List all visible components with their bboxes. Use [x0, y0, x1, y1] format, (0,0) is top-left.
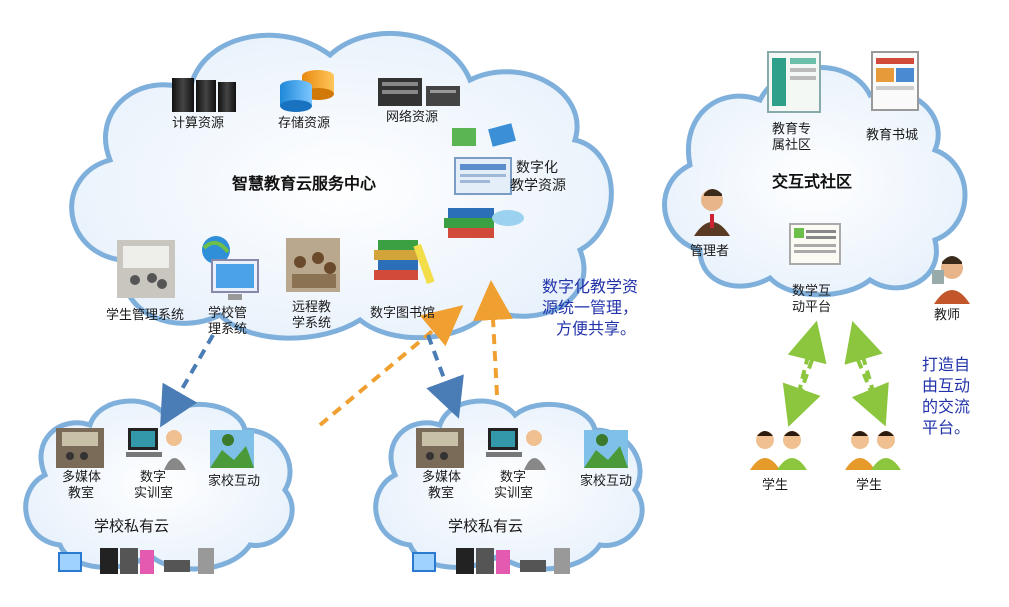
computer-globe-icon	[202, 236, 259, 300]
teacher-label: 教师	[934, 308, 961, 323]
student-mgmt-label: 学生管理系统	[106, 308, 185, 323]
arrow-student-down-left	[782, 359, 821, 427]
platform-label-line1: 数学互	[792, 284, 832, 299]
arrow-student-up-right	[844, 320, 883, 409]
pc1-multimedia-label-line2: 教室	[68, 486, 95, 501]
pc2-lab-label-line1: 数字	[500, 470, 527, 485]
community-cloud-title: 交互式社区	[772, 172, 853, 191]
devices-row-icon-2	[412, 548, 570, 574]
school-mgmt-label-line2: 理系统	[208, 322, 248, 337]
school-mgmt-label-line1: 学校管	[208, 306, 248, 321]
digital-library-label: 数字图书馆	[370, 306, 436, 321]
student-label-right: 学生	[856, 478, 883, 493]
platform-label-line2: 动平台	[792, 300, 832, 315]
network-label: 网络资源	[386, 110, 439, 125]
remote-teaching-label-line2: 学系统	[292, 316, 332, 331]
pc1-multimedia-label-line1: 多媒体	[62, 470, 102, 485]
pc2-multimedia-label-line2: 教室	[428, 486, 455, 501]
note-community-line2: 由互动	[922, 376, 971, 395]
storage-disk-icon	[280, 70, 334, 112]
multimedia-classroom-photo-icon-1	[56, 428, 104, 468]
remote-class-photo-icon	[286, 238, 340, 292]
admin-person-icon	[694, 189, 730, 236]
multimedia-classroom-photo-icon-2	[416, 428, 464, 468]
server-icon	[172, 78, 236, 112]
note-community-line3: 的交流	[922, 397, 971, 416]
students-left-icon	[750, 431, 807, 470]
arrow-center-to-cloud1	[160, 334, 215, 428]
admin-label: 管理者	[690, 244, 730, 259]
interactive-platform-screen-icon	[789, 223, 841, 265]
home-school-landscape-icon-2	[584, 430, 628, 468]
pc2-title: 学校私有云	[448, 517, 524, 535]
note-community-line4: 平台。	[922, 418, 971, 437]
classroom-photo-icon	[117, 240, 175, 298]
pc1-lab-label-line2: 实训室	[134, 486, 174, 501]
note-community-line1: 打造自	[922, 355, 971, 374]
edu-community-screen-icon	[767, 51, 821, 113]
library-books-icon	[374, 240, 435, 285]
training-lab-computer-icon-2	[486, 428, 546, 470]
community-cloud	[662, 64, 968, 298]
storage-label: 存储资源	[278, 116, 331, 131]
digital-resource-screen-icon	[454, 157, 512, 195]
note-center-line1: 数字化教学资	[542, 277, 639, 296]
training-lab-computer-icon-1	[126, 428, 186, 470]
teacher-person-icon	[932, 256, 970, 304]
pc1-home-school-label: 家校互动	[208, 474, 261, 489]
arrow-student-up-left	[787, 320, 827, 409]
arrow-center-to-cloud2	[426, 334, 464, 419]
note-center-line2: 源统一管理，	[542, 298, 639, 317]
network-device-icon	[378, 78, 460, 106]
bookstore-screen-icon	[871, 51, 919, 111]
pc2-multimedia-label-line1: 多媒体	[422, 470, 462, 485]
digital-resource-label-line1: 数字化	[516, 160, 558, 176]
pc2-home-school-label: 家校互动	[580, 474, 633, 489]
bookstore-label: 教育书城	[866, 128, 919, 143]
arrow-student-down-right	[851, 359, 889, 427]
edu-community-label-line2: 属社区	[772, 138, 812, 153]
compute-label: 计算资源	[172, 116, 225, 131]
devices-row-icon-1	[58, 548, 214, 574]
students-right-icon	[845, 431, 901, 470]
media-icon	[452, 123, 516, 147]
books-icon	[444, 208, 524, 238]
edu-community-label-line1: 教育专	[772, 122, 812, 137]
note-center-line3: 方便共享。	[556, 319, 637, 338]
central-cloud-title: 智慧教育云服务中心	[232, 174, 377, 193]
digital-resource-label-line2: 教学资源	[510, 178, 566, 194]
pc1-lab-label-line1: 数字	[140, 470, 167, 485]
pc1-title: 学校私有云	[94, 517, 170, 535]
student-label-left: 学生	[762, 478, 789, 493]
remote-teaching-label-line1: 远程教	[292, 300, 332, 315]
pc2-lab-label-line2: 实训室	[494, 486, 534, 501]
home-school-landscape-icon-1	[210, 430, 254, 468]
